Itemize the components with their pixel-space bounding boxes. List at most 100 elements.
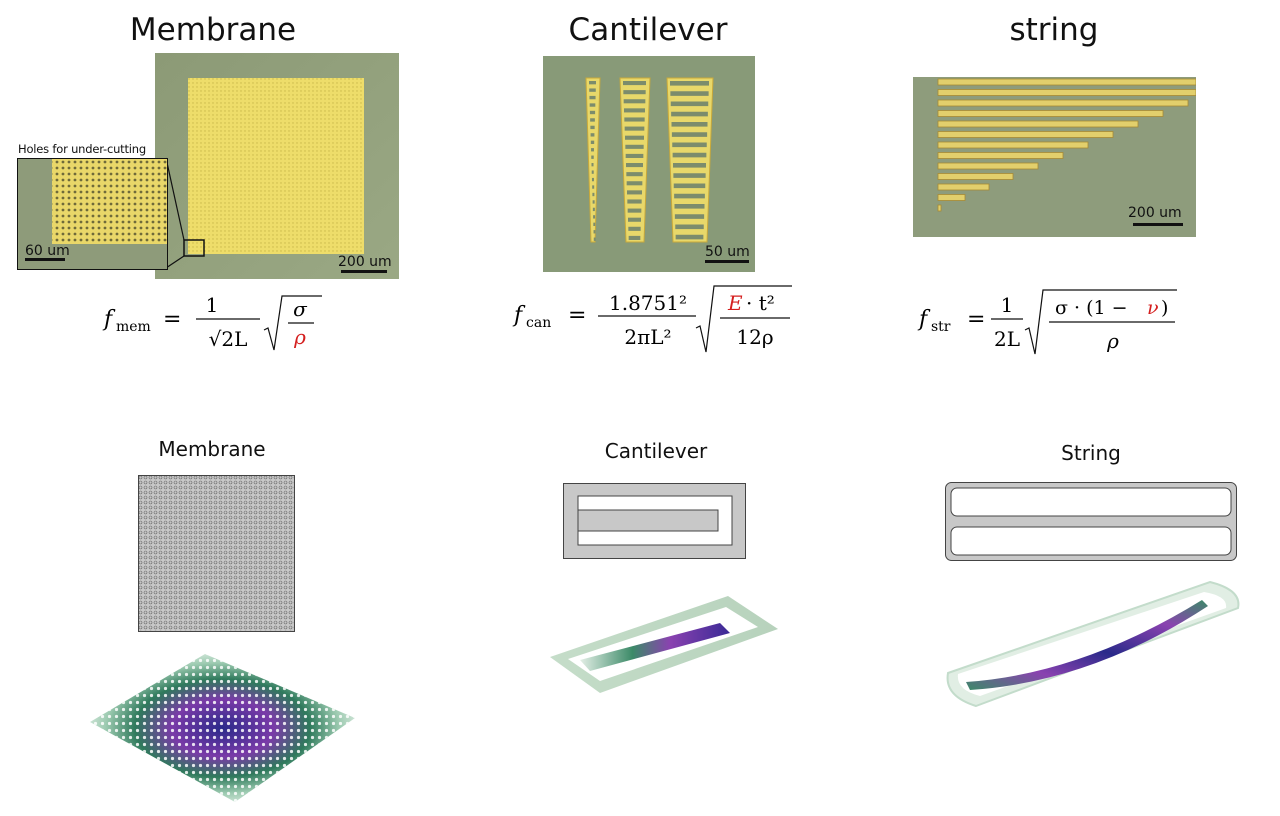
cantilever-slot [591, 156, 593, 159]
membrane-scale-bar [341, 270, 387, 273]
cantilever-slot [670, 81, 709, 86]
inset-micrograph: 60 um [17, 158, 168, 270]
string-formula-lhs: f [917, 307, 931, 332]
cantilever-slot [626, 163, 643, 167]
cantilever-model-title: Cantilever [526, 439, 786, 463]
cantilever-slot [591, 148, 594, 151]
cantilever-formula-den2: 12ρ [736, 325, 773, 349]
cantilever-slot [625, 145, 643, 149]
string-bar [938, 79, 1196, 85]
cantilever-formula-E: E [727, 291, 743, 315]
cantilever-slot [675, 225, 704, 230]
string-model-title: String [961, 441, 1221, 465]
cantilever-slot [592, 178, 594, 181]
cantilever-slot [593, 200, 595, 203]
membrane-formula-rho: ρ [293, 325, 306, 349]
membrane-formula-num: 1 [206, 293, 219, 317]
cantilever-slot [670, 91, 708, 96]
cantilever-slot [672, 132, 707, 137]
cantilever-slot [625, 136, 644, 140]
membrane-mode-shape [85, 650, 360, 805]
cantilever-formula-sub: can [526, 315, 551, 331]
cantilever-slot [675, 214, 704, 219]
cantilever-slot [628, 227, 640, 231]
cantilever-title: Cantilever [498, 12, 798, 48]
cantilever-slot [672, 143, 707, 148]
cantilever-slot [593, 208, 595, 211]
string-bar [938, 142, 1088, 148]
cantilever-slot [671, 112, 708, 117]
svg-text:=: = [568, 303, 586, 328]
cantilever-slot [624, 117, 644, 121]
cantilever-slot [673, 153, 707, 158]
string-bar [938, 121, 1138, 127]
string-formula-nu: ν [1147, 297, 1159, 319]
cantilever-slot [623, 81, 646, 85]
cantilever-slot [590, 126, 594, 129]
membrane-formula-sigma: σ [293, 297, 308, 321]
cantilever-slot [625, 127, 645, 131]
cantilever-formula-den: 2πL² [624, 325, 671, 349]
cantilever-formula: f can = 1.8751² 2πL² E · t² 12ρ [510, 280, 800, 360]
string-mode-shape [942, 578, 1244, 710]
string-bar [938, 205, 941, 211]
string-bar [938, 174, 1013, 180]
membrane-formula-lhs: f [102, 307, 116, 332]
string-formula-sigma: σ · (1 − [1055, 297, 1128, 319]
cantilever-slot [592, 193, 594, 196]
cantilever-micrograph: 50 um [543, 56, 755, 272]
cantilever-slot [592, 185, 594, 188]
cantilever-slot [589, 96, 595, 99]
cantilever-slot [673, 163, 706, 168]
cantilever-slot [623, 90, 645, 94]
string-formula-num: 1 [1001, 293, 1014, 317]
membrane-formula: f mem = 1 √2L σ ρ [100, 288, 340, 358]
cantilever-formula-lhs: f [512, 303, 526, 328]
string-bar [938, 184, 989, 190]
cantilever-slot [590, 118, 595, 121]
cantilever-slot [626, 172, 642, 176]
cantilever-slot [589, 81, 596, 84]
cantilever-slot [624, 108, 645, 112]
cantilever-scale-bar [705, 260, 749, 263]
string-bar [938, 111, 1163, 117]
membrane-model-title: Membrane [82, 437, 342, 461]
string-formula: f str = 1 2L σ · (1 − ν ) ρ [915, 284, 1185, 360]
membrane-schematic [138, 475, 295, 632]
string-title: string [904, 12, 1204, 48]
string-formula-rho: ρ [1106, 329, 1119, 353]
cantilever-slot [594, 238, 596, 241]
cantilever-formula-num: 1.8751² [609, 291, 687, 315]
cantilever-slot [673, 173, 705, 178]
cantilever-slot [628, 218, 641, 222]
cantilever-slot [671, 102, 709, 107]
string-scale-bar [1133, 223, 1183, 226]
cantilever-slot [675, 204, 705, 209]
cantilever-formula-t: · t² [746, 291, 775, 315]
string-schematic [945, 482, 1237, 562]
string-bar [938, 90, 1196, 96]
cantilever-scale-label: 50 um [705, 244, 750, 260]
cantilever-slot [626, 154, 644, 158]
cantilever-slot [674, 194, 705, 199]
cantilever-slot [629, 236, 641, 240]
string-micrograph: 200 um [913, 77, 1196, 237]
membrane-title: Membrane [63, 12, 363, 48]
cantilever-slot [624, 99, 646, 103]
string-bar [938, 132, 1113, 138]
cantilever-slot [628, 209, 642, 213]
cantilever-slot [592, 163, 594, 166]
string-bar [938, 153, 1063, 159]
svg-text:=: = [163, 307, 181, 332]
cantilever-mode-shape [548, 593, 780, 695]
string-formula-sub: str [931, 319, 951, 335]
cantilever-slot [594, 230, 596, 233]
cantilever-slot [627, 190, 642, 194]
cantilever-slot [627, 181, 643, 185]
svg-text:=: = [967, 307, 985, 332]
cantilever-slot [592, 170, 594, 173]
cantilever-slot [593, 215, 595, 218]
cantilever-slot [589, 88, 596, 91]
cantilever-schematic [563, 483, 746, 559]
cantilever-slot [591, 133, 595, 136]
